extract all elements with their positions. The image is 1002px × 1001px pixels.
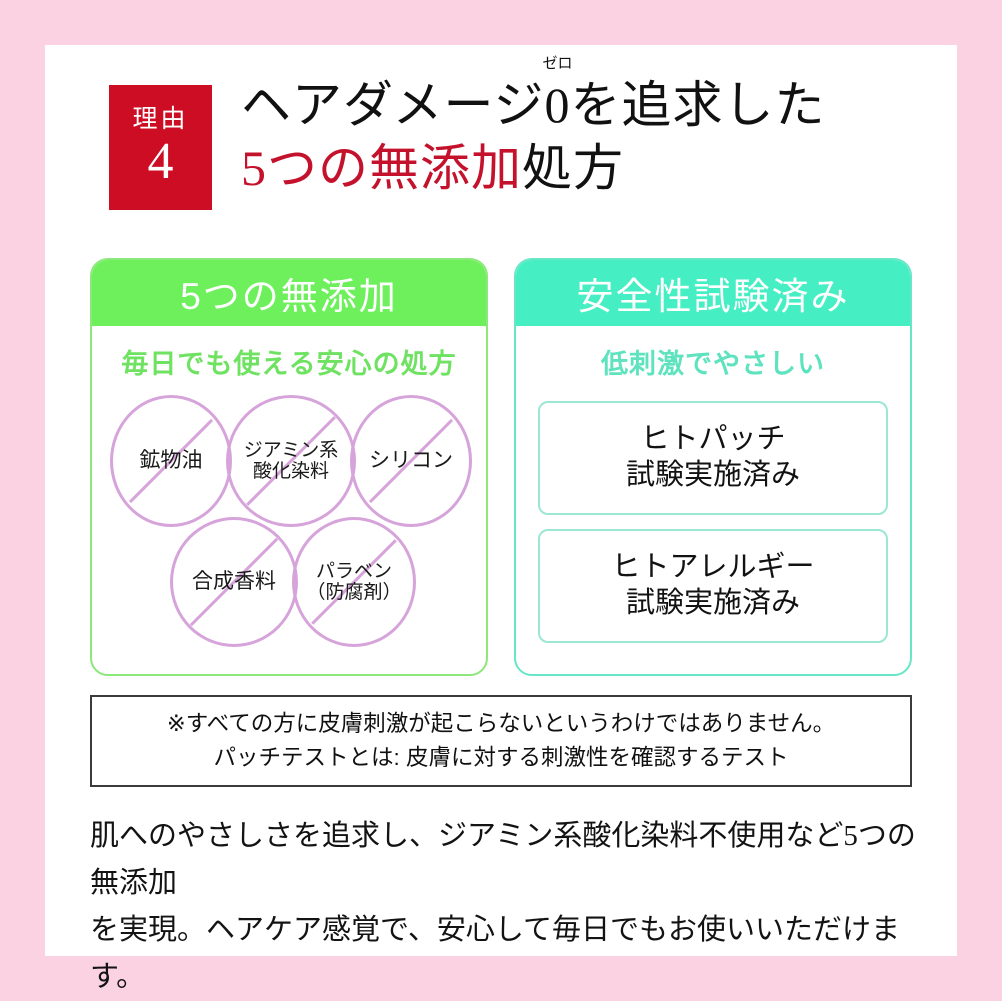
zero-with-ruby: ゼロ 0 — [542, 55, 572, 136]
panel-right-header: 安全性試験済み — [516, 260, 910, 326]
test-card-line1: ヒトアレルギー — [611, 551, 815, 584]
test-card-line2: 試験実施済み — [625, 587, 800, 619]
bottom-description-line-2: を実現。ヘアケア感覚で、安心して毎日でもお使いいただけます。 — [90, 913, 900, 993]
circle-label-line1: 合成香料 — [192, 570, 276, 594]
disclaimer-line-1: ※すべての方に皮膚刺激が起こらないというわけではありません。 — [166, 711, 836, 737]
circle-label: 鉱物油 — [138, 449, 205, 473]
circle-label-line1: ジアミン系 — [243, 439, 339, 461]
headline-zero: 0 — [544, 77, 571, 133]
no-additive-circle: 鉱物油 — [110, 395, 232, 527]
headline-text-before: ヘアダメージ — [241, 77, 545, 133]
test-card-line2: 試験実施済み — [625, 459, 800, 491]
circle-label-line2: 酸化染料 — [252, 461, 329, 482]
panel-no-additives: 5つの無添加 毎日でも使える安心の処方 鉱物油 ジアミン系酸化染料 シリコン — [90, 258, 488, 676]
circle-label: シリコン — [367, 449, 455, 473]
disclaimer-line-2: パッチテストとは: 皮膚に対する刺激性を確認するテスト — [213, 745, 789, 770]
panels-section: 5つの無添加 毎日でも使える安心の処方 鉱物油 ジアミン系酸化染料 シリコン — [90, 258, 912, 676]
headline-text-after: を追求した — [570, 77, 826, 133]
disclaimer-box: ※すべての方に皮膚刺激が起こらないというわけではありません。 パッチテストとは:… — [90, 695, 912, 787]
bottom-description: 肌へのやさしさを追求し、ジアミン系酸化染料不使用など5つの無添加 を実現。ヘアケ… — [90, 813, 930, 1001]
no-additive-circle: シリコン — [350, 395, 472, 527]
circle-label: 合成香料 — [190, 570, 278, 594]
circle-label: ジアミン系酸化染料 — [242, 440, 341, 483]
headline-line-1: ヘアダメージ ゼロ 0を追求した — [241, 55, 941, 136]
header-section: 理由 4 ヘアダメージ ゼロ 0を追求した 5つの無添加処方 — [45, 55, 957, 223]
reason-badge: 理由 4 — [109, 85, 212, 210]
test-card: ヒトパッチ 試験実施済み — [538, 401, 888, 515]
no-additive-circle: 合成香料 — [170, 517, 298, 647]
test-card-group: ヒトパッチ 試験実施済み ヒトアレルギー 試験実施済み — [516, 401, 910, 643]
circle-label-line1: パラベン — [315, 560, 392, 582]
ruby-annotation: ゼロ — [542, 55, 573, 72]
headline-line-2: 5つの無添加処方 — [241, 138, 941, 199]
circle-label-line2: （防腐剤） — [306, 582, 402, 603]
bottom-description-line-1: 肌へのやさしさを追求し、ジアミン系酸化染料不使用など5つの無添加 — [90, 820, 916, 899]
test-card-line1: ヒトパッチ — [640, 423, 786, 456]
no-additive-circle: パラベン（防腐剤） — [292, 517, 416, 647]
test-card: ヒトアレルギー 試験実施済み — [538, 529, 888, 643]
panel-safety-tested: 安全性試験済み 低刺激でやさしい ヒトパッチ 試験実施済み ヒトアレルギー 試験… — [514, 258, 912, 676]
reason-badge-number: 4 — [147, 133, 174, 190]
panel-right-subtitle: 低刺激でやさしい — [601, 349, 825, 379]
reason-badge-label: 理由 — [132, 106, 189, 133]
panel-left-header: 5つの無添加 — [92, 260, 486, 326]
circle-label-line1: 鉱物油 — [139, 449, 203, 473]
no-additive-circle: ジアミン系酸化染料 — [226, 395, 356, 527]
circle-label: パラベン（防腐剤） — [304, 561, 403, 604]
headline-red-part: 5つの無添加 — [241, 140, 522, 196]
no-additive-circle-group: 鉱物油 ジアミン系酸化染料 シリコン 合成香料 パラベン（防腐剤） — [92, 389, 486, 669]
headline-black-part: 処方 — [522, 140, 624, 196]
panel-left-subtitle: 毎日でも使える安心の処方 — [121, 349, 457, 379]
circle-label-line1: シリコン — [369, 449, 453, 473]
page-title: ヘアダメージ ゼロ 0を追求した 5つの無添加処方 — [241, 55, 941, 199]
